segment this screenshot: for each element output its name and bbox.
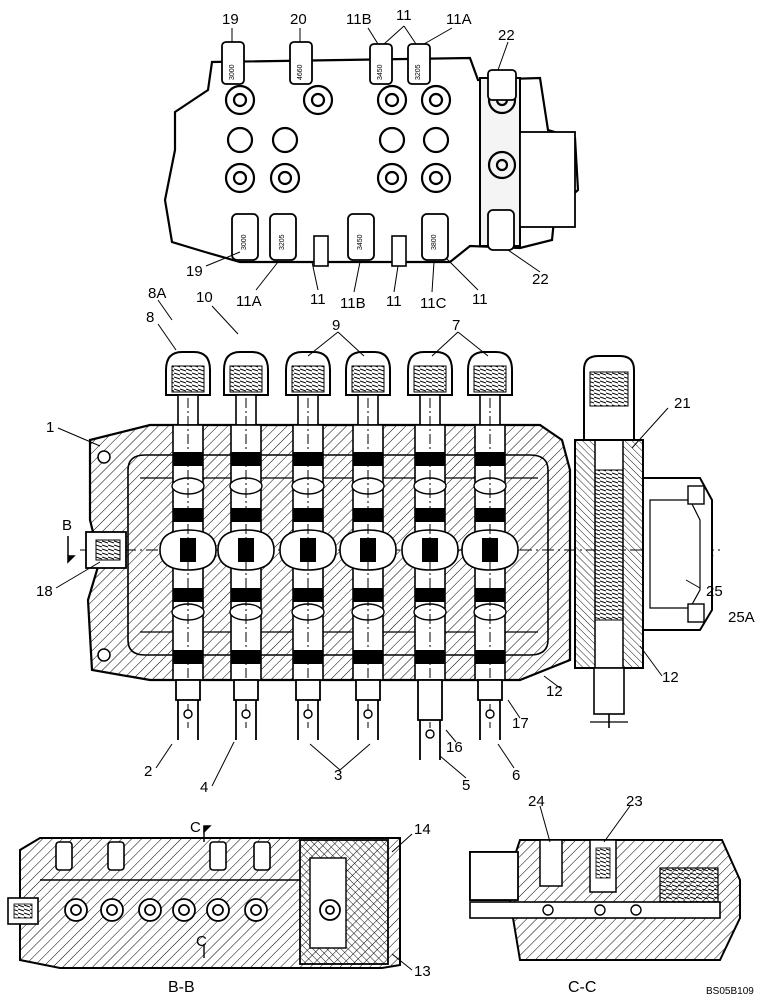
- callout-8a: 8A: [148, 285, 166, 302]
- spool-handle: [477, 679, 503, 701]
- callout-25: 25: [706, 583, 723, 600]
- spool-land: [353, 588, 383, 602]
- callout-top-11a: 11A: [446, 11, 472, 28]
- callout-top-11: 11: [396, 7, 412, 24]
- spool-handle: [355, 679, 381, 701]
- callout-bottom-11b: 11B: [340, 295, 366, 312]
- callout-bottom-11c: 11C: [420, 295, 447, 312]
- spool-sections: [159, 351, 519, 760]
- section-cc-view: 24 23 C-C: [469, 793, 741, 996]
- callout-5: 5: [462, 777, 470, 794]
- spool-spring: [171, 365, 205, 393]
- callout-25a: 25A: [728, 609, 755, 626]
- cut-marker-b-left: B: [62, 517, 72, 534]
- section-bb-view: C C 14 13 B-B: [7, 819, 431, 996]
- spool-pin: [183, 709, 193, 719]
- callout-13: 13: [414, 963, 431, 980]
- figure-id: BS05B109: [706, 986, 754, 997]
- spool-clevis: [419, 720, 441, 760]
- spool-handle: [233, 679, 259, 701]
- spool-pin: [241, 709, 251, 719]
- main-section-view: B B: [36, 285, 755, 796]
- stamp-top-2: 4660: [297, 64, 304, 80]
- spool-clevis: [235, 700, 257, 740]
- spool-land: [293, 588, 323, 602]
- spool-spring: [229, 365, 263, 393]
- callout-9: 9: [332, 317, 340, 334]
- callout-21: 21: [674, 395, 691, 412]
- callout-bottom-11-1: 11: [310, 291, 326, 308]
- stamp-bottom-1: 3000: [241, 234, 248, 250]
- callout-bottom-11a: 11A: [236, 293, 262, 310]
- section-label-bb: B-B: [168, 979, 195, 996]
- spool-land: [415, 588, 445, 602]
- spool-pin: [485, 709, 495, 719]
- spool-spring: [413, 365, 447, 393]
- stamp-top-4: 3205: [415, 64, 422, 80]
- stamp-bottom-4: 3800: [431, 234, 438, 250]
- callout-12-right: 12: [662, 669, 679, 686]
- spool-land: [231, 588, 261, 602]
- spool-land: [475, 588, 505, 602]
- callout-bottom-11-3: 11: [472, 291, 488, 308]
- callout-7: 7: [452, 317, 460, 334]
- callout-18: 18: [36, 583, 53, 600]
- callout-8: 8: [146, 309, 154, 326]
- spool-spring: [291, 365, 325, 393]
- spool-clevis: [177, 700, 199, 740]
- spool-land: [173, 588, 203, 602]
- callout-bottom-19: 19: [186, 263, 203, 280]
- cut-marker-c-top: C: [190, 819, 201, 836]
- top-view: 3000 4660 3450 3205 3000 3205 3450 3800 …: [163, 7, 580, 312]
- spool-pin: [425, 729, 435, 739]
- callout-24: 24: [528, 793, 545, 810]
- callout-2: 2: [144, 763, 152, 780]
- spool-handle: [175, 679, 201, 701]
- callout-top-19: 19: [222, 11, 239, 28]
- stamp-bottom-3: 3450: [357, 234, 364, 250]
- spool-handle: [417, 679, 443, 721]
- spool-clevis: [479, 700, 501, 740]
- callout-17: 17: [512, 715, 529, 732]
- callout-bottom-22: 22: [532, 271, 549, 288]
- callout-16: 16: [446, 739, 463, 756]
- callout-bottom-11-2: 11: [386, 293, 402, 310]
- callout-10: 10: [196, 289, 213, 306]
- callout-top-11b: 11B: [346, 11, 372, 28]
- callout-12-left: 12: [546, 683, 563, 700]
- spool-handle: [295, 679, 321, 701]
- spool-spring: [351, 365, 385, 393]
- stamp-top-3: 3450: [377, 64, 384, 80]
- callout-6: 6: [512, 767, 520, 784]
- spool-spring: [473, 365, 507, 393]
- callout-top-20: 20: [290, 11, 307, 28]
- stamp-bottom-2: 3205: [279, 234, 286, 250]
- cut-marker-c-bottom: C: [196, 933, 207, 950]
- spool-clevis: [297, 700, 319, 740]
- callout-4: 4: [200, 779, 208, 796]
- callout-top-22: 22: [498, 27, 515, 44]
- callout-14: 14: [414, 821, 431, 838]
- spool-pin: [303, 709, 313, 719]
- spool-pin: [363, 709, 373, 719]
- callout-3: 3: [334, 767, 342, 784]
- stamp-top-1: 3000: [229, 64, 236, 80]
- section-label-cc: C-C: [568, 979, 596, 996]
- callout-23: 23: [626, 793, 643, 810]
- spool-clevis: [357, 700, 379, 740]
- callout-1: 1: [46, 419, 54, 436]
